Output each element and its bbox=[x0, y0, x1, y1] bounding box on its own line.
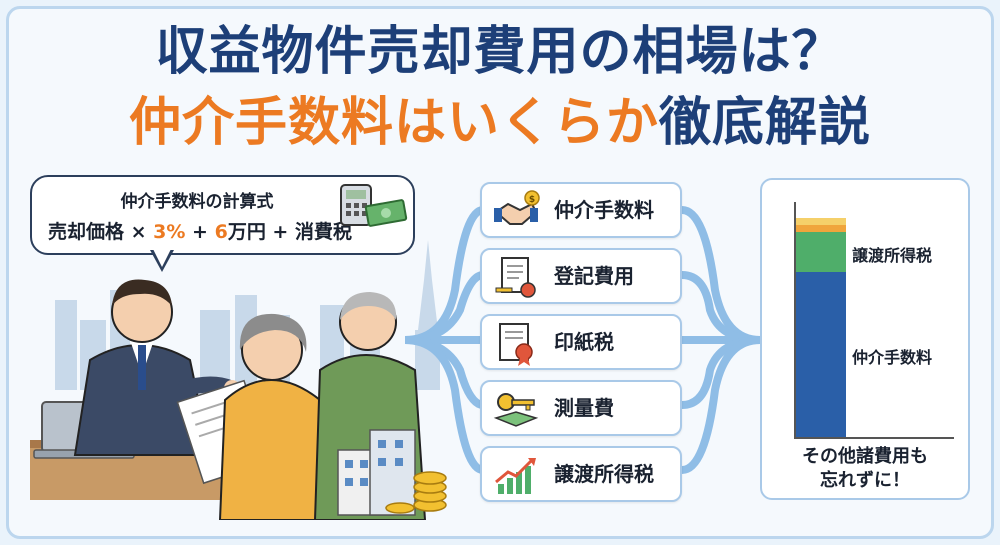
chart-note: その他諸費用も 忘れずに！ bbox=[762, 445, 968, 493]
chart-y-axis bbox=[794, 202, 796, 438]
page-subtitle: 仲介手数料はいくらか徹底解説 bbox=[0, 92, 1000, 154]
formula-segment: 売却価格 × bbox=[48, 221, 154, 243]
formula-rate: 3% bbox=[153, 221, 186, 243]
cost-card-survey-fee: 測量費 bbox=[480, 380, 682, 436]
document-stamp-icon bbox=[495, 257, 536, 298]
bar-segment bbox=[796, 231, 846, 272]
formula-text: 売却価格 × 3% + 6万円 + 消費税 bbox=[48, 217, 352, 244]
formula-segment: + bbox=[185, 221, 215, 243]
bar-segment-label: 譲渡所得税 bbox=[852, 245, 933, 265]
cost-item-label: 印紙税 bbox=[554, 330, 614, 354]
cost-card-stamp-tax: 印紙税 bbox=[480, 314, 682, 370]
elderly-woman bbox=[218, 313, 332, 520]
formula-heading: 仲介手数料の計算式 bbox=[120, 192, 274, 212]
formula-fixed-amount: 6 bbox=[214, 221, 228, 243]
bar-segment-label: 仲介手数料 bbox=[852, 348, 933, 368]
certificate-icon bbox=[499, 323, 533, 366]
calculator-money-icon bbox=[340, 184, 408, 227]
formula-speech-bubble: 仲介手数料の計算式 売却価格 × 3% + 6万円 + 消費税 bbox=[30, 175, 415, 255]
formula-segment: 万円 + 消費税 bbox=[227, 221, 352, 243]
cost-item-label: 譲渡所得税 bbox=[554, 462, 654, 486]
coin-stack bbox=[385, 471, 447, 514]
building-model bbox=[337, 429, 416, 516]
cost-breakdown-chart: 仲介手数料 譲渡所得税 その他諸費用も 忘れずに！ bbox=[760, 178, 970, 500]
chart-x-axis bbox=[794, 437, 954, 439]
bar-segment bbox=[796, 224, 846, 232]
flow-connectors bbox=[405, 206, 764, 474]
cost-item-label: 登記費用 bbox=[554, 264, 634, 288]
handshake-icon: $ bbox=[494, 190, 540, 225]
svg-text:$: $ bbox=[529, 195, 535, 205]
bar-segment bbox=[796, 271, 846, 437]
cost-card-capital-gains-tax: 譲渡所得税 bbox=[480, 446, 682, 502]
cost-card-brokerage-fee: $ 仲介手数料 bbox=[480, 182, 682, 238]
key-map-icon bbox=[493, 393, 539, 427]
subtitle-rest: 徹底解説 bbox=[659, 93, 872, 153]
office-scene-illustration bbox=[30, 240, 447, 520]
cost-card-registration-fee: 登記費用 bbox=[480, 248, 682, 304]
cost-item-label: 測量費 bbox=[554, 396, 614, 420]
chart-note-line: 忘れずに！ bbox=[820, 470, 910, 491]
chart-note-line: その他諸費用も bbox=[802, 446, 928, 467]
cost-item-label: 仲介手数料 bbox=[554, 198, 654, 222]
page-title: 収益物件売却費用の相場は？ bbox=[155, 22, 845, 82]
bar-segment bbox=[796, 217, 846, 225]
subtitle-accent: 仲介手数料はいくらか bbox=[128, 93, 659, 153]
rising-chart-icon bbox=[495, 458, 536, 494]
